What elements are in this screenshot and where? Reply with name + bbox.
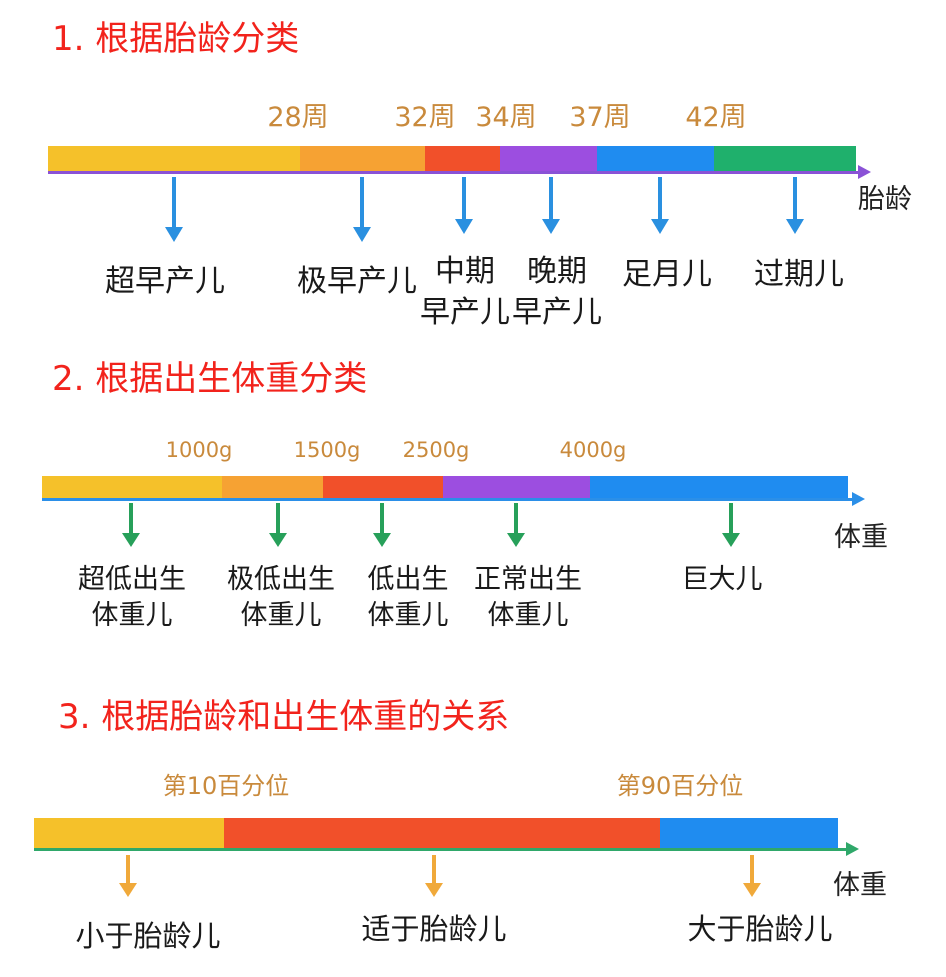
category-label: 晚期	[527, 254, 587, 289]
segment-1500-2500g	[323, 476, 443, 500]
category-post-term: 过期儿	[754, 255, 844, 296]
segment-37-42w	[597, 146, 714, 172]
category-label: 过期儿	[754, 257, 844, 292]
tick-34w: 34周	[475, 102, 537, 133]
category-label-line2: 体重儿	[487, 600, 569, 632]
birth-weight-axis-arrowhead	[852, 492, 865, 506]
category-appropriate-for-gestational-age: 适于胎龄儿	[361, 910, 506, 949]
segment-over-42w	[714, 146, 856, 172]
category-label: 适于胎龄儿	[361, 912, 507, 946]
category-label: 小于胎龄儿	[75, 919, 221, 953]
segment-2500-4000g	[443, 476, 590, 500]
segment-34-37w	[500, 146, 597, 172]
percentile-bar	[34, 818, 838, 850]
percentile-axis-line	[34, 848, 848, 851]
category-label-line2: 体重儿	[367, 600, 449, 632]
category-moderate-preterm: 中期早产儿	[420, 252, 510, 333]
tick-2500g: 2500g	[402, 438, 470, 462]
segment-above-90th	[660, 818, 838, 850]
category-macrosomia: 巨大儿	[682, 562, 763, 598]
section-3-heading: 3. 根据胎龄和出生体重的关系	[58, 697, 510, 737]
percentile-axis-label: 体重	[833, 870, 887, 901]
category-full-term: 足月儿	[622, 255, 712, 296]
category-label: 极低出生	[227, 564, 335, 595]
tick-37w: 37周	[569, 102, 631, 133]
tick-10th-percentile: 第10百分位	[162, 772, 290, 800]
section-2-heading: 2. 根据出生体重分类	[52, 359, 368, 399]
category-label: 中期	[435, 254, 495, 289]
category-label-line2: 早产儿	[512, 294, 602, 330]
segment-below-10th	[34, 818, 224, 850]
category-extremely-preterm: 超早产儿	[105, 262, 225, 303]
birth-weight-axis-line	[42, 498, 854, 501]
gestational-age-axis-arrowhead	[858, 165, 871, 179]
segment-over-4000g	[590, 476, 848, 500]
tick-1500g: 1500g	[293, 438, 361, 462]
segment-under-28w	[48, 146, 300, 172]
gestational-age-axis-line	[48, 171, 860, 174]
category-label-line2: 体重儿	[240, 600, 322, 632]
tick-42w: 42周	[685, 102, 747, 133]
category-label: 极早产儿	[297, 264, 417, 299]
category-low-birth-weight: 低出生体重儿	[368, 562, 449, 635]
category-label: 大于胎龄儿	[687, 912, 833, 946]
category-small-for-gestational-age: 小于胎龄儿	[75, 917, 220, 956]
segment-1000-1500g	[222, 476, 323, 500]
segment-28-32w	[300, 146, 425, 172]
category-label: 超早产儿	[105, 264, 225, 299]
category-very-preterm: 极早产儿	[297, 262, 417, 303]
section-1-heading: 1. 根据胎龄分类	[52, 19, 300, 59]
tick-32w: 32周	[394, 102, 456, 133]
tick-4000g: 4000g	[559, 438, 627, 462]
segment-under-1000g	[42, 476, 222, 500]
category-normal-birth-weight: 正常出生体重儿	[474, 562, 582, 635]
gestational-age-axis-label: 胎龄	[858, 184, 912, 215]
category-label-line2: 早产儿	[420, 294, 510, 330]
birth-weight-axis-label: 体重	[834, 522, 888, 553]
category-very-low-birth-weight: 极低出生体重儿	[227, 562, 335, 635]
gestational-age-bar	[48, 146, 856, 172]
category-label: 足月儿	[622, 257, 712, 292]
category-label: 巨大儿	[681, 564, 763, 595]
tick-90th-percentile: 第90百分位	[616, 772, 744, 800]
category-extremely-low-birth-weight: 超低出生体重儿	[78, 562, 186, 635]
category-label: 正常出生	[474, 564, 582, 595]
birth-weight-bar	[42, 476, 848, 500]
segment-10th-90th	[224, 818, 660, 850]
category-large-for-gestational-age: 大于胎龄儿	[687, 910, 832, 949]
category-late-preterm: 晚期早产儿	[512, 252, 602, 333]
category-label-line2: 体重儿	[91, 600, 173, 632]
tick-28w: 28周	[267, 102, 329, 133]
percentile-axis-arrowhead	[846, 842, 859, 856]
category-label: 超低出生	[78, 564, 186, 595]
category-label: 低出生	[367, 564, 449, 595]
tick-1000g: 1000g	[165, 438, 233, 462]
segment-32-34w	[425, 146, 500, 172]
